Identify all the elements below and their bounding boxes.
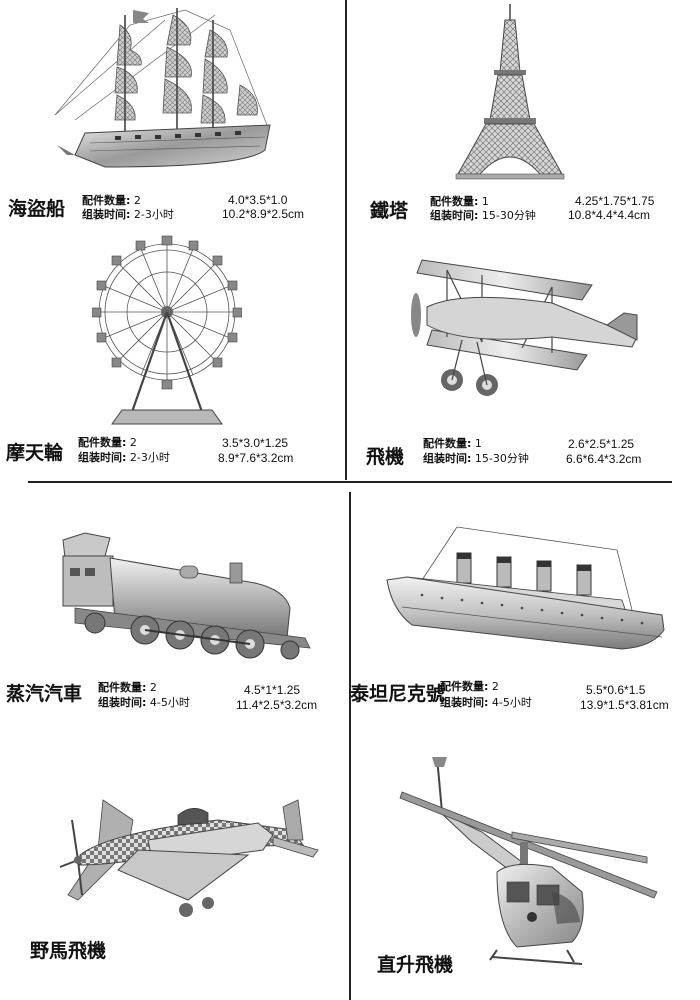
size-cm: 8.9*7.6*3.2cm [218,451,294,465]
model-name: 鐵塔 [370,200,409,222]
assembly-time: 组装时间: 4-5小时 [440,696,532,709]
model-name: 直升飛機 [377,954,454,976]
eiffel-tower-icon [450,2,570,182]
model-name: 飛機 [366,446,405,468]
titanic-ship-icon [382,525,672,665]
assembly-time: 组装时间: 15-30分钟 [430,209,536,222]
model-name: 摩天輪 [6,442,64,464]
size-cm: 10.2*8.9*2.5cm [222,207,305,221]
size-cm: 13.9*1.5*3.81cm [580,698,669,712]
size-cm: 11.4*2.5*3.2cm [236,698,318,712]
size-cm: 10.8*4.4*4.4cm [568,208,651,222]
biplane-icon [392,245,652,405]
vertical-divider-top [345,0,347,480]
pirate-ship-icon [45,5,285,180]
parts-count: 配件数量: 1 [423,437,482,450]
size-inches: 4.0*3.5*1.0 [228,193,288,207]
helicopter-icon [392,752,662,972]
assembly-time: 组装时间: 4-5小时 [98,696,190,709]
steam-locomotive-icon [55,528,325,668]
horizontal-divider [28,481,672,483]
parts-count: 配件数量: 2 [440,680,499,693]
parts-count: 配件数量: 2 [82,194,141,207]
assembly-time: 组装时间: 15-30分钟 [423,452,529,465]
mustang-airplane-icon [58,795,328,925]
assembly-time: 组装时间: 2-3小时 [78,451,170,464]
size-inches: 2.6*2.5*1.25 [568,437,635,451]
assembly-time: 组装时间: 2-3小时 [82,208,174,221]
size-inches: 4.25*1.75*1.75 [575,194,655,208]
size-inches: 4.5*1*1.25 [244,683,301,697]
model-name: 野馬飛機 [30,940,107,962]
model-name: 泰坦尼克號 [350,683,446,705]
size-cm: 6.6*6.4*3.2cm [566,452,642,466]
model-name: 蒸汽汽車 [6,683,83,705]
size-inches: 5.5*0.6*1.5 [586,683,646,697]
parts-count: 配件数量: 2 [78,436,137,449]
vertical-divider-bottom [349,492,351,1000]
model-name: 海盜船 [8,198,66,220]
ferris-wheel-icon [92,232,242,427]
size-inches: 3.5*3.0*1.25 [222,436,289,450]
parts-count: 配件数量: 2 [98,681,157,694]
parts-count: 配件数量: 1 [430,195,489,208]
